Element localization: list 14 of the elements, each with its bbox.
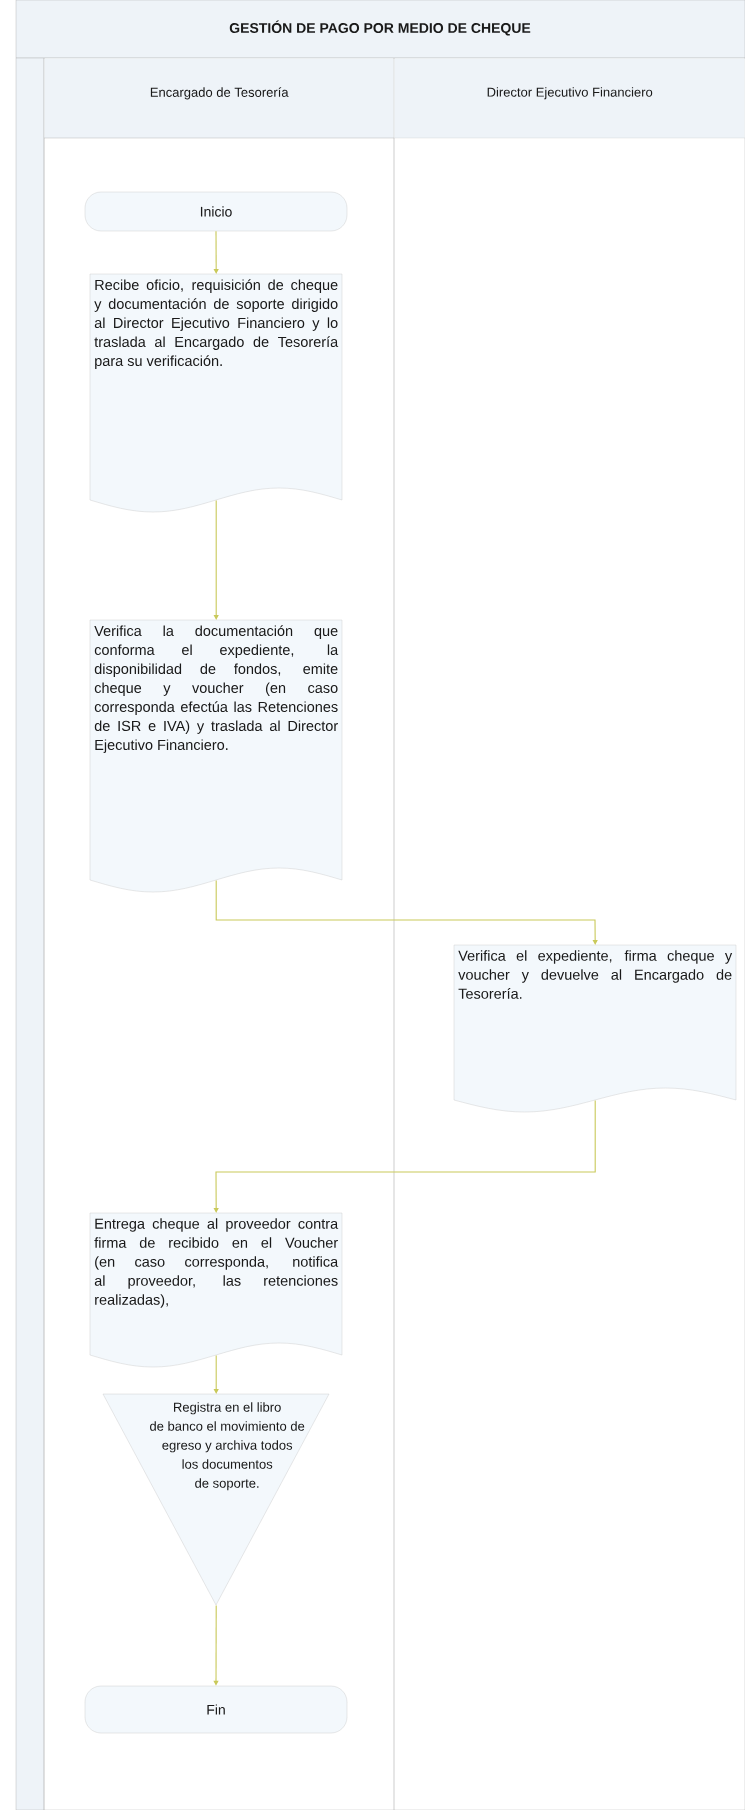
title-band: GESTIÓN DE PAGO POR MEDIO DE CHEQUE [15,0,745,59]
document-box: Verifica la documentación que conforma el expediente, la disponibilidad de fondos, emite cheque y voucher (en caso corresponda efectúa las Retenciones de ISR e IVA) y traslada al Director Ejecutivo Financiero. [89,619,343,893]
arrow [213,1354,219,1394]
document-box: Entrega cheque al proveedor contra firma de recibido en el Voucher (en caso corresponda, notifica al proveedor, las retenciones realizadas), [89,1212,343,1368]
arrow [213,230,219,274]
merge-triangle: Registra en el libro de banco el movimiento de egreso y archiva todos los documentos de soporte. [102,1393,330,1606]
terminator-box: Fin [84,1685,348,1734]
document-box: Verifica el expediente, firma cheque y voucher y devuelve al Encargado de Tesorería. [453,944,737,1113]
arrow [215,879,598,945]
arrow [213,1099,596,1213]
arrow [213,1604,219,1686]
arrow [213,499,219,620]
terminator-box: Inicio [84,191,348,232]
document-box: Recibe oficio, requisición de cheque y documentación de soporte dirigido al Director Ejecutivo Financiero y lo traslada al Encargado de Tesorería para su verificación. [89,273,343,513]
